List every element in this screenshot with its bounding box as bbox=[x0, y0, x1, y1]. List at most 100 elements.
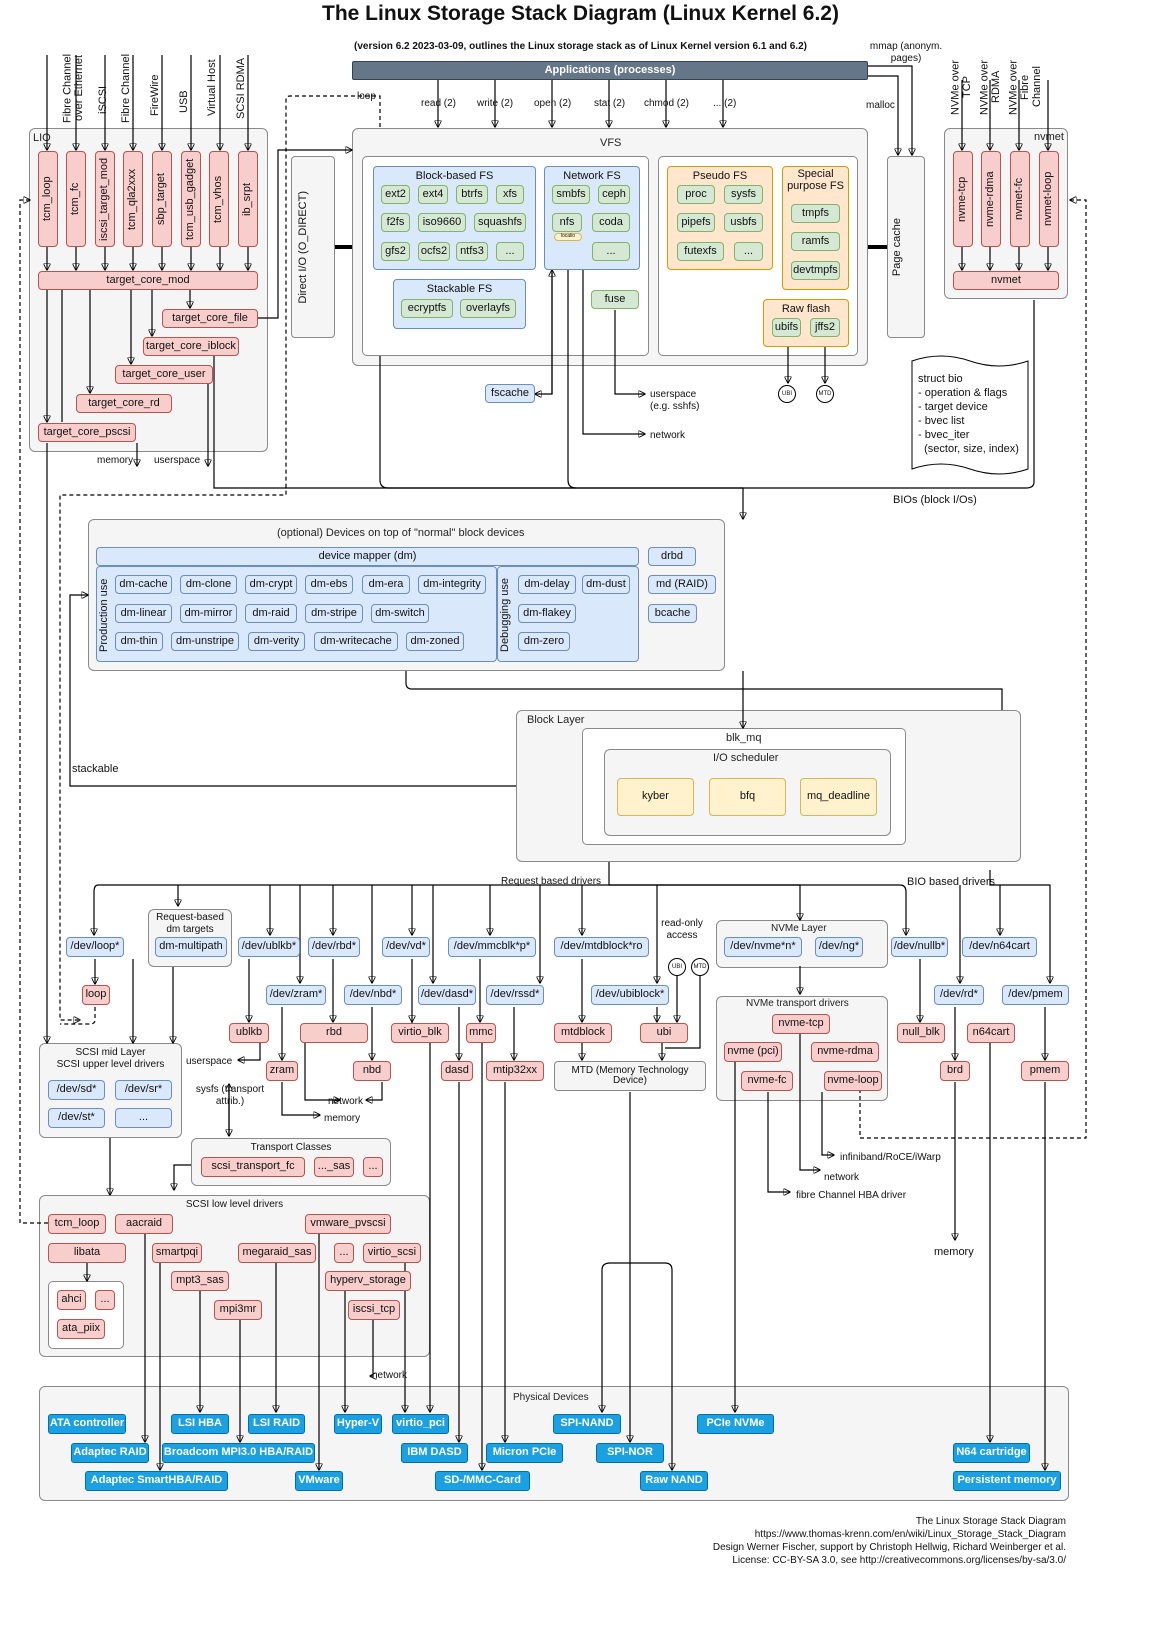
scsi-transport-more: ... bbox=[363, 1157, 383, 1177]
scsi-low-virtio-scsi: virtio_scsi bbox=[363, 1243, 421, 1263]
scsi-transport-fc: scsi_transport_fc bbox=[201, 1157, 305, 1177]
phys-sd-mmc-card: SD-/MMC-Card bbox=[435, 1471, 530, 1491]
network-label-1: network bbox=[650, 430, 686, 441]
driver-n64cart: n64cart bbox=[967, 1023, 1015, 1043]
driver-dasd: dasd bbox=[441, 1061, 473, 1081]
fs-devtmpfs: devtmpfs bbox=[791, 261, 840, 280]
infiniband-label: infiniband/RoCE/iWarp bbox=[840, 1152, 941, 1163]
dm-stripe: dm-stripe bbox=[305, 604, 363, 623]
credits-line-4: License: CC-BY-SA 3.0, see http://creati… bbox=[732, 1555, 1066, 1566]
dev-dasd: /dev/dasd* bbox=[418, 985, 476, 1005]
nvmet-core: nvmet bbox=[953, 271, 1059, 290]
fs-proc: proc bbox=[677, 185, 715, 204]
fs-iso9660: iso9660 bbox=[418, 213, 466, 232]
dev-pmem: /dev/pmem bbox=[1002, 985, 1069, 1005]
lio-memory-label: memory bbox=[97, 455, 134, 466]
bios-label: BIOs (block I/Os) bbox=[893, 494, 977, 506]
scsi-low-aacraid: aacraid bbox=[115, 1214, 173, 1234]
physical-devices-title: Physical Devices bbox=[513, 1392, 589, 1403]
lio-userspace-label: userspace bbox=[154, 455, 201, 466]
phys-persistent-memory: Persistent memory bbox=[953, 1471, 1061, 1491]
credits-line-1: The Linux Storage Stack Diagram bbox=[915, 1516, 1066, 1527]
phys-spi-nand: SPI-NAND bbox=[553, 1414, 621, 1434]
nvmet-transport-tcp: NVMe over TCP bbox=[949, 59, 973, 115]
lio-transport-fc: Fibre Channel bbox=[120, 53, 133, 123]
loop-label: loop bbox=[357, 91, 376, 102]
phys-broadcom-mpi3: Broadcom MPI3.0 HBA/RAID bbox=[162, 1443, 315, 1463]
dm-ebs: dm-ebs bbox=[305, 575, 353, 594]
scheduler-kyber: kyber bbox=[617, 778, 694, 816]
nvme-transport-title: NVMe transport drivers bbox=[746, 998, 849, 1009]
fs-pseudo-more: ... bbox=[734, 242, 763, 261]
dev-mtdblock: /dev/mtdblock*ro bbox=[554, 937, 649, 957]
dev-rd: /dev/rd* bbox=[934, 985, 984, 1005]
dev-nvme: /dev/nvme*n* bbox=[724, 937, 802, 957]
scsi-low-hyperv-storage: hyperv_storage bbox=[325, 1271, 411, 1291]
malloc-label: malloc bbox=[866, 100, 895, 111]
scsi-dev-more: ... bbox=[115, 1108, 172, 1128]
dev-nullb: /dev/nullb* bbox=[891, 937, 948, 957]
syscall-chmod: chmod (2) bbox=[644, 98, 690, 109]
userspace-label-2: userspace bbox=[186, 1056, 233, 1067]
fscache: fscache bbox=[485, 384, 535, 403]
ata-more: ... bbox=[95, 1290, 115, 1310]
phys-spi-nor: SPI-NOR bbox=[596, 1443, 664, 1463]
dm-dust: dm-dust bbox=[582, 575, 630, 594]
device-mapper-header: device mapper (dm) bbox=[96, 547, 639, 566]
scsi-low-megaraid-sas: megaraid_sas bbox=[238, 1243, 316, 1263]
fs-gfs2: gfs2 bbox=[381, 242, 410, 261]
fs-jffs2: jffs2 bbox=[810, 318, 840, 337]
struct-bio-note-shape bbox=[911, 355, 1029, 475]
nfs-localio-tag: localio bbox=[554, 233, 582, 241]
fs-fuse: fuse bbox=[591, 290, 639, 309]
struct-bio-line-2: - target device bbox=[918, 401, 988, 413]
direct-io-label: Direct I/O (O_DIRECT) bbox=[297, 190, 309, 304]
mtd-circle-2: MTD bbox=[691, 958, 709, 976]
nvmet-module-tcp: nvme-tcp bbox=[953, 151, 973, 247]
dev-rbd: /dev/rbd* bbox=[308, 937, 360, 957]
network-label-4: network bbox=[372, 1370, 408, 1381]
special-fs-title: Special purpose FS bbox=[787, 168, 844, 192]
dev-nbd: /dev/nbd* bbox=[344, 985, 402, 1005]
network-fs-title: Network FS bbox=[563, 170, 621, 182]
phys-raw-nand: Raw NAND bbox=[640, 1471, 708, 1491]
page-cache-box: Page cache bbox=[887, 156, 925, 338]
target-core-mod: target_core_mod bbox=[38, 271, 258, 290]
struct-bio-title: struct bio bbox=[918, 373, 963, 385]
fs-btrfs: btrfs bbox=[456, 185, 488, 204]
scheduler-mq-deadline: mq_deadline bbox=[800, 778, 877, 816]
lio-module-tcm-fc: tcm_fc bbox=[66, 151, 86, 247]
blk-mq-title: blk_mq bbox=[726, 732, 762, 744]
fs-xfs: xfs bbox=[496, 185, 524, 204]
scsi-mid-title: SCSI mid Layer bbox=[75, 1047, 146, 1058]
nvme-layer-title: NVMe Layer bbox=[771, 923, 827, 934]
nvmet-transport-rdma: NVMe over RDMA bbox=[978, 59, 1002, 115]
dm-thin: dm-thin bbox=[115, 632, 163, 651]
dm-cache: dm-cache bbox=[115, 575, 172, 594]
raw-flash-title: Raw flash bbox=[781, 303, 831, 315]
scsi-low-libata: libata bbox=[48, 1243, 126, 1263]
phys-lsi-raid: LSI RAID bbox=[248, 1414, 305, 1434]
scsi-low-more: ... bbox=[334, 1243, 354, 1263]
target-core-pscsi: target_core_pscsi bbox=[38, 423, 136, 442]
nvmet-module-loop: nvmet-loop bbox=[1039, 151, 1059, 247]
fs-ceph: ceph bbox=[598, 185, 630, 204]
syscall-more: ... (2) bbox=[713, 98, 737, 109]
dm-clone: dm-clone bbox=[180, 575, 237, 594]
fs-pipefs: pipefs bbox=[677, 213, 715, 232]
sysfs-label: sysfs (transport attrib.) bbox=[195, 1084, 265, 1107]
lio-module-sbp-target: sbp_target bbox=[152, 151, 172, 247]
dm-raid: dm-raid bbox=[245, 604, 297, 623]
lio-module-iscsi-target: iscsi_target_mod bbox=[95, 151, 115, 247]
driver-zram: zram bbox=[266, 1061, 298, 1081]
phys-ata-controller: ATA controller bbox=[48, 1414, 126, 1434]
scsi-low-vmware-pvscsi: vmware_pvscsi bbox=[305, 1214, 391, 1234]
phys-virtio-pci: virtio_pci bbox=[392, 1414, 449, 1434]
md-raid: md (RAID) bbox=[648, 575, 716, 594]
diagram-title: The Linux Storage Stack Diagram (Linux K… bbox=[322, 2, 839, 25]
lio-transport-iscsi: iSCSI bbox=[97, 85, 110, 115]
scsi-transport-sas: ..._sas bbox=[314, 1157, 354, 1177]
driver-nbd: nbd bbox=[353, 1061, 391, 1081]
lio-transport-firewire: FireWire bbox=[149, 74, 162, 116]
